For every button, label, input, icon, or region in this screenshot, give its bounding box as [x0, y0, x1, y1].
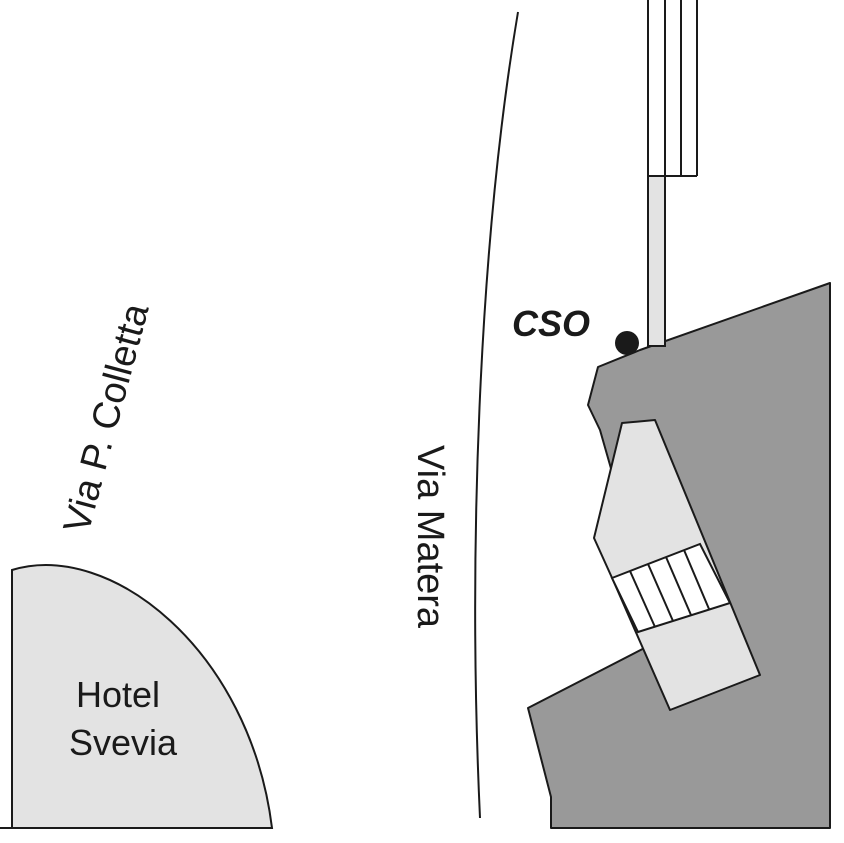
cso-label: CSO	[512, 303, 590, 344]
via-matera-curb-line	[474, 11, 519, 819]
via-colletta-label: Via P. Colletta	[56, 298, 158, 537]
via-matera-label: Via Matera	[409, 445, 451, 629]
hotel-name-line1: Hotel	[76, 674, 160, 715]
hotel-name-line2: Svevia	[69, 722, 178, 763]
cso-marker-icon	[615, 331, 639, 355]
steps	[610, 542, 732, 634]
top-parallel-lines	[647, 0, 698, 177]
narrow-strip	[647, 175, 666, 347]
hotel-svevia-area	[11, 564, 274, 829]
